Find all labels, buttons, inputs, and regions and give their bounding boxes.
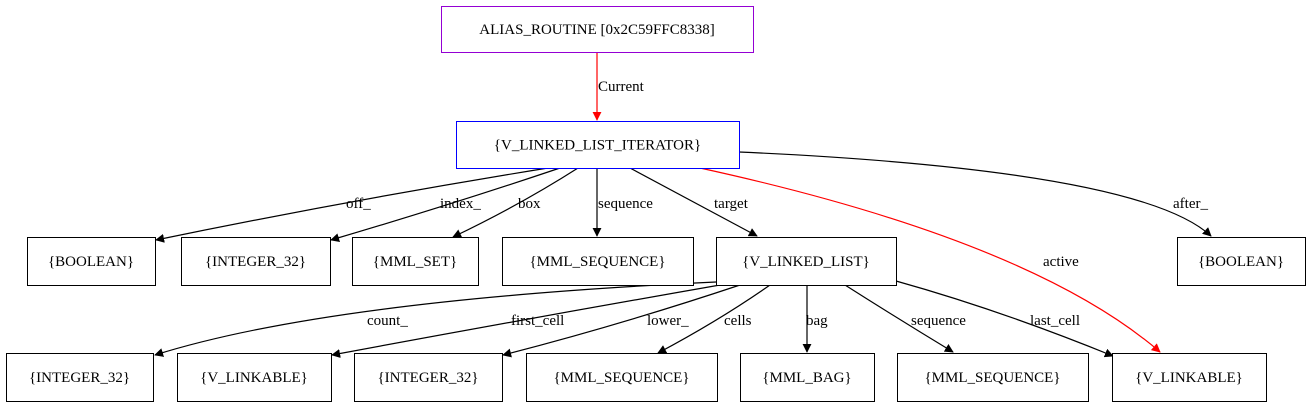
edge-line bbox=[629, 167, 758, 237]
edge-sequence1: sequence bbox=[592, 168, 653, 237]
node-iter[interactable]: {V_LINKED_LIST_ITERATOR} bbox=[456, 121, 740, 169]
node-alias[interactable]: ALIAS_ROUTINE [0x2C59FFC8338] bbox=[441, 6, 754, 53]
edge-off: off_ bbox=[155, 167, 549, 243]
node-box bbox=[181, 237, 331, 286]
edge-line bbox=[699, 167, 1161, 353]
node-vlink2[interactable]: {V_LINKABLE} bbox=[1112, 353, 1267, 402]
node-box bbox=[897, 353, 1089, 402]
node-label: {MML_SEQUENCE} bbox=[529, 254, 665, 270]
edge-label: first_cell bbox=[511, 313, 564, 329]
node-label: {MML_SET} bbox=[373, 254, 457, 270]
node-box bbox=[354, 353, 503, 402]
edge-line bbox=[155, 167, 549, 243]
node-label: ALIAS_ROUTINE [0x2C59FFC8338] bbox=[479, 22, 714, 38]
edge-line bbox=[330, 167, 561, 243]
node-label: {INTEGER_32} bbox=[377, 370, 478, 386]
node-label: {MML_SEQUENCE} bbox=[553, 370, 689, 386]
edge-label: last_cell bbox=[1030, 313, 1080, 329]
node-box bbox=[441, 6, 754, 53]
edge-label: Current bbox=[598, 79, 645, 95]
node-mmlseq1[interactable]: {MML_SEQUENCE} bbox=[502, 237, 694, 286]
node-bool1[interactable]: {BOOLEAN} bbox=[27, 237, 156, 286]
node-label: {V_LINKED_LIST} bbox=[742, 254, 870, 270]
edge-lower: lower_ bbox=[502, 284, 741, 358]
node-int3[interactable]: {INTEGER_32} bbox=[354, 353, 503, 402]
edge-label: cells bbox=[724, 313, 752, 329]
edge-sequence2: sequence bbox=[844, 284, 966, 353]
node-box bbox=[352, 237, 479, 286]
edge-line bbox=[452, 167, 579, 238]
node-box bbox=[1112, 353, 1267, 402]
edge-current: Current bbox=[592, 52, 645, 121]
node-mmlset[interactable]: {MML_SET} bbox=[352, 237, 479, 286]
edge-label: after_ bbox=[1173, 196, 1208, 212]
edge-line bbox=[331, 284, 721, 358]
node-box bbox=[456, 121, 740, 169]
node-int2[interactable]: {INTEGER_32} bbox=[6, 353, 154, 402]
node-box bbox=[1177, 237, 1306, 286]
edge-line bbox=[154, 281, 717, 357]
node-label: {V_LINKABLE} bbox=[1135, 370, 1243, 386]
edge-lastcell: last_cell bbox=[895, 280, 1114, 358]
node-label: {INTEGER_32} bbox=[29, 370, 130, 386]
edge-label: sequence bbox=[911, 313, 966, 329]
node-box bbox=[27, 237, 156, 286]
node-box bbox=[740, 353, 875, 402]
node-vlink1[interactable]: {V_LINKABLE} bbox=[177, 353, 332, 402]
edge-index: index_ bbox=[330, 167, 561, 243]
node-box bbox=[177, 353, 332, 402]
edge-label: bag bbox=[806, 313, 828, 329]
node-mmlseq2[interactable]: {MML_SEQUENCE} bbox=[526, 353, 718, 402]
edge-line bbox=[895, 280, 1114, 358]
edge-line bbox=[738, 151, 1212, 237]
edge-layer: Current off_ index_ box sequence target active… bbox=[154, 52, 1212, 358]
node-label: {V_LINKED_LIST_ITERATOR} bbox=[494, 138, 701, 154]
edge-line bbox=[502, 284, 741, 358]
node-layer: ALIAS_ROUTINE [0x2C59FFC8338] {V_LINKED_L… bbox=[6, 6, 1306, 402]
edge-label: active bbox=[1043, 254, 1079, 270]
edge-active: active bbox=[699, 167, 1161, 353]
node-box bbox=[526, 353, 718, 402]
node-box bbox=[6, 353, 154, 402]
node-label: {INTEGER_32} bbox=[205, 254, 306, 270]
node-box bbox=[716, 237, 897, 286]
edge-label: box bbox=[518, 196, 541, 212]
node-box bbox=[502, 237, 694, 286]
edge-target: target bbox=[629, 167, 758, 237]
edge-count: count_ bbox=[154, 281, 717, 357]
edge-after: after_ bbox=[738, 151, 1212, 237]
edge-cells: cells bbox=[657, 284, 771, 354]
node-label: {MML_BAG} bbox=[762, 370, 851, 386]
edge-line bbox=[657, 284, 771, 354]
node-label: {BOOLEAN} bbox=[48, 254, 134, 270]
edge-bag: bag bbox=[802, 285, 828, 353]
node-label: {MML_SEQUENCE} bbox=[924, 370, 1060, 386]
edge-label: sequence bbox=[598, 196, 653, 212]
edge-label: target bbox=[714, 196, 749, 212]
node-vll[interactable]: {V_LINKED_LIST} bbox=[716, 237, 897, 286]
edge-label: index_ bbox=[440, 196, 481, 212]
edge-line bbox=[844, 284, 954, 353]
edge-label: count_ bbox=[367, 313, 408, 329]
edge-box: box bbox=[452, 167, 579, 238]
node-label: {V_LINKABLE} bbox=[200, 370, 308, 386]
node-mmlbag[interactable]: {MML_BAG} bbox=[740, 353, 875, 402]
node-label: {BOOLEAN} bbox=[1198, 254, 1284, 270]
edge-firstcell: first_cell bbox=[331, 284, 721, 358]
node-int1[interactable]: {INTEGER_32} bbox=[181, 237, 331, 286]
edge-label: lower_ bbox=[647, 313, 689, 329]
node-mmlseq3[interactable]: {MML_SEQUENCE} bbox=[897, 353, 1089, 402]
node-bool2[interactable]: {BOOLEAN} bbox=[1177, 237, 1306, 286]
edge-label: off_ bbox=[346, 196, 371, 212]
